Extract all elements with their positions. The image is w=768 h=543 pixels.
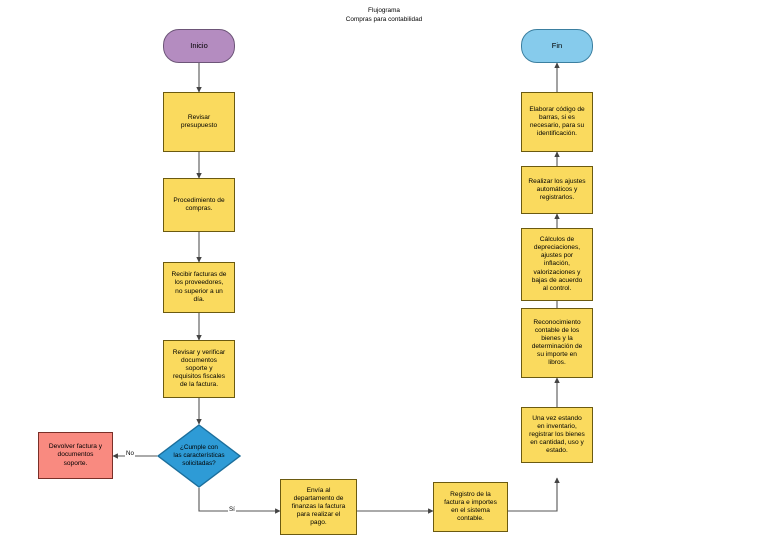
node-devolver-factura-label: Devolver factura y documentos soporte. (48, 443, 103, 467)
node-procedimiento-compras[interactable]: Procedimiento de compras. (163, 178, 235, 232)
node-codigo-barras[interactable]: Elaborar código de barras, si es necesar… (521, 92, 593, 152)
node-reconocimiento-contable[interactable]: Reconocimiento contable de los bienes y … (521, 308, 593, 378)
node-revisar-presupuesto-label: Revisar presupuesto (180, 113, 218, 129)
edge-label-no: No (125, 450, 135, 457)
node-calculos-depreciaciones[interactable]: Cálculos de depreciaciones, ajustes por … (521, 228, 593, 301)
node-codigo-barras-label: Elaborar código de barras, si es necesar… (529, 105, 585, 138)
node-revisar-verificar-documentos-label: Revisar y verificar documentos soporte y… (172, 348, 226, 389)
chart-title: Flujograma Compras para contabilidad (0, 6, 768, 25)
node-registro-factura-label: Registro de la factura e importes en el … (444, 490, 497, 523)
node-una-vez-inventario[interactable]: Una vez estando en inventario, registrar… (521, 407, 593, 463)
node-ajustes-automaticos[interactable]: Realizar los ajustes automáticos y regis… (521, 166, 593, 214)
title-line-2: Compras para contabilidad (345, 16, 423, 24)
node-end[interactable]: Fin (521, 29, 593, 63)
node-envia-finanzas-label: Envía al departamento de finanzas la fac… (291, 486, 346, 527)
decision-diamond-shape (157, 424, 241, 488)
title-line-1: Flujograma (368, 7, 400, 14)
node-decision-cumple[interactable]: ¿Cumple con las características solicita… (157, 424, 241, 488)
node-revisar-verificar-documentos[interactable]: Revisar y verificar documentos soporte y… (163, 340, 235, 398)
node-calculos-depreciaciones-label: Cálculos de depreciaciones, ajustes por … (531, 236, 583, 292)
node-recibir-facturas-label: Recibir facturas de los proveedores, no … (171, 271, 227, 303)
node-envia-finanzas[interactable]: Envía al departamento de finanzas la fac… (280, 479, 357, 535)
node-start[interactable]: Inicio (163, 29, 235, 63)
node-una-vez-inventario-label: Una vez estando en inventario, registrar… (529, 414, 585, 455)
edge-decision-to-p5 (198, 488, 281, 514)
node-decision-cumple-label: ¿Cumple con las características solicita… (173, 444, 225, 467)
node-revisar-presupuesto[interactable]: Revisar presupuesto (163, 92, 235, 152)
node-end-label: Fin (551, 41, 563, 51)
edge-p6-to-p7 (508, 477, 560, 512)
node-reconocimiento-contable-label: Reconocimiento contable de los bienes y … (531, 318, 583, 367)
node-start-label: Inicio (190, 41, 208, 51)
node-devolver-factura[interactable]: Devolver factura y documentos soporte. (38, 432, 113, 479)
node-recibir-facturas[interactable]: Recibir facturas de los proveedores, no … (163, 262, 235, 313)
node-procedimiento-compras-label: Procedimiento de compras. (173, 196, 225, 212)
node-registro-factura[interactable]: Registro de la factura e importes en el … (433, 482, 508, 532)
edge-label-si: Sí (228, 506, 236, 513)
node-ajustes-automaticos-label: Realizar los ajustes automáticos y regis… (528, 177, 586, 202)
